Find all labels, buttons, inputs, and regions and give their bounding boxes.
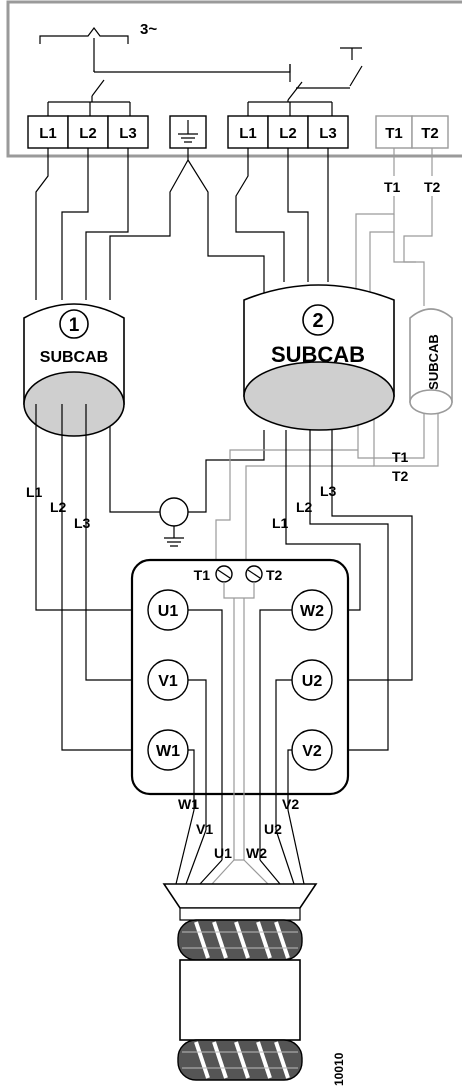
terminal-label: L2 — [279, 125, 297, 142]
wire-label: T2 — [392, 468, 409, 484]
wire-label: V1 — [196, 821, 213, 837]
thermal-wires — [215, 148, 439, 560]
wire-label: T1 — [384, 179, 401, 195]
thermal-label-t1: T1 — [194, 567, 211, 583]
earth-junction — [159, 497, 189, 527]
subcab-cable-2: 2 SUBCAB — [243, 284, 395, 431]
cable-2-wires-out — [285, 430, 413, 751]
motor-stator — [162, 883, 318, 1081]
contactor-1-switch — [91, 79, 105, 97]
terminal-label: U2 — [302, 673, 323, 690]
wire-label: W1 — [178, 796, 199, 812]
terminal-label: W1 — [156, 743, 180, 760]
terminal-label: W2 — [300, 603, 324, 620]
wire-label: L3 — [320, 483, 337, 499]
cable-number: 1 — [69, 315, 80, 336]
terminal-label: L3 — [319, 125, 337, 142]
terminal-label: V2 — [302, 743, 322, 760]
supply-enclosure: 3~ L1 L2 L3 L1 L2 L3 T1 T2 — [6, 0, 462, 158]
terminal-label: T1 — [385, 125, 403, 142]
cable-label: SUBCAB — [271, 342, 365, 367]
wire-label: L3 — [74, 515, 91, 531]
cable-label: SUBCAB — [426, 334, 441, 390]
figure-id: 10010 — [332, 1052, 346, 1086]
cable-number: 2 — [312, 310, 323, 332]
earth-wires — [109, 148, 265, 547]
wire-label: L1 — [26, 484, 43, 500]
earth-icon — [164, 526, 184, 547]
wire-label: U2 — [264, 821, 282, 837]
motor-terminal-board: T1 T2 U1 V1 W1 W2 U2 V2 — [130, 558, 350, 861]
terminal-label: L1 — [39, 125, 57, 142]
contactor-2-switch — [287, 81, 303, 101]
three-phase-brace — [39, 27, 129, 44]
subcab-cable-1: 1 SUBCAB — [23, 303, 125, 437]
wire-label: L2 — [50, 499, 67, 515]
terminal-label: T2 — [421, 125, 439, 142]
cable-label: SUBCAB — [40, 349, 108, 366]
phase-symbol: 3~ — [140, 21, 157, 38]
terminal-label: L1 — [239, 125, 257, 142]
terminal-label: L3 — [119, 125, 137, 142]
terminal-l3-b — [307, 115, 349, 149]
wire-label: U1 — [214, 845, 232, 861]
wire-label: W2 — [246, 845, 267, 861]
control-switch — [296, 47, 363, 89]
terminal-label: U1 — [158, 603, 179, 620]
thermal-label-t2: T2 — [266, 567, 283, 583]
terminal-l2-a — [67, 115, 109, 149]
subcab-cable-3: SUBCAB — [409, 308, 453, 415]
wire-label: L1 — [272, 515, 289, 531]
terminal-t2 — [411, 115, 449, 149]
cable-2-wires-in — [235, 148, 329, 282]
wire-label: T1 — [392, 449, 409, 465]
terminal-label: L2 — [79, 125, 97, 142]
terminal-label: V1 — [158, 673, 178, 690]
terminal-t1 — [375, 115, 413, 149]
earth-icon — [178, 120, 198, 143]
cable-1-wires-out — [35, 404, 140, 751]
wire-label: T2 — [424, 179, 441, 195]
stator-leads — [175, 809, 305, 885]
wire-label: V2 — [282, 796, 299, 812]
wire-label: L2 — [296, 499, 313, 515]
cable-1-wires-in — [35, 148, 129, 300]
